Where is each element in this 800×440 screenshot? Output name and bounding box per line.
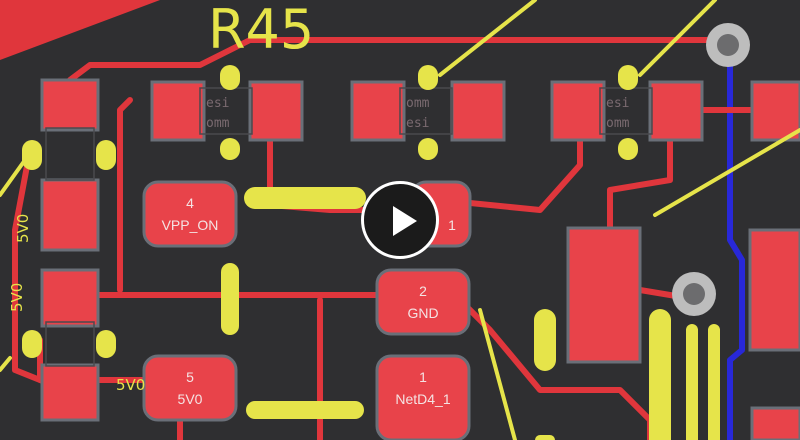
- via[interactable]: [706, 23, 750, 67]
- smd-pad: [748, 228, 800, 352]
- smd-pad: [750, 80, 800, 142]
- copper-pour: [0, 0, 160, 60]
- smd-pad: [450, 80, 506, 142]
- pad-number: 2: [419, 283, 427, 299]
- pad-number: 5: [186, 369, 194, 385]
- net-label: 5V0: [8, 283, 26, 312]
- smd-pad: [150, 80, 206, 142]
- silkscreen-text: R45 5V0 5V0 5V0: [8, 0, 314, 394]
- labeled-pad-5v0[interactable]: 5 5V0: [142, 354, 238, 422]
- smd-pad: [648, 80, 704, 142]
- svg-text:esi: esi: [206, 96, 229, 111]
- smd-pads[interactable]: [40, 78, 800, 440]
- svg-text:esi: esi: [606, 96, 629, 111]
- smd-pad: [566, 226, 642, 364]
- svg-text:omm: omm: [206, 116, 230, 131]
- pad-net-name: GND: [407, 305, 438, 321]
- svg-text:esi: esi: [406, 116, 429, 131]
- pad-net-name: NetD4_1: [395, 391, 450, 407]
- play-icon: [393, 206, 417, 236]
- play-button[interactable]: [361, 181, 439, 259]
- via[interactable]: [672, 272, 716, 316]
- labeled-pad-vpp-on[interactable]: 4 VPP_ON: [142, 180, 238, 248]
- smd-pad: [750, 406, 800, 440]
- smd-pad: [40, 363, 100, 422]
- net-label: 5V0: [14, 214, 32, 243]
- labeled-pad-gnd[interactable]: 2 GND: [375, 268, 471, 336]
- bottom-layer-track[interactable]: [727, 42, 745, 440]
- net-label: 5V0: [116, 376, 145, 394]
- designator-label: R45: [208, 0, 314, 61]
- smd-pad: [248, 80, 304, 142]
- pad-number: 4: [186, 195, 194, 211]
- pad-net-name: 5V0: [178, 391, 203, 407]
- smd-pad: [40, 268, 100, 328]
- pad-net-name: 1: [448, 217, 456, 233]
- pad-number: 1: [419, 369, 427, 385]
- svg-text:omm: omm: [406, 96, 430, 111]
- smd-pad: [40, 78, 100, 132]
- labeled-pad-netd4-1[interactable]: 1 NetD4_1: [375, 354, 471, 440]
- smd-pad: [350, 80, 406, 142]
- svg-text:omm: omm: [606, 116, 630, 131]
- component-text: esi omm omm esi esi omm: [206, 96, 630, 131]
- smd-pad: [40, 178, 100, 252]
- pad-net-name: VPP_ON: [162, 217, 219, 233]
- smd-pad: [550, 80, 606, 142]
